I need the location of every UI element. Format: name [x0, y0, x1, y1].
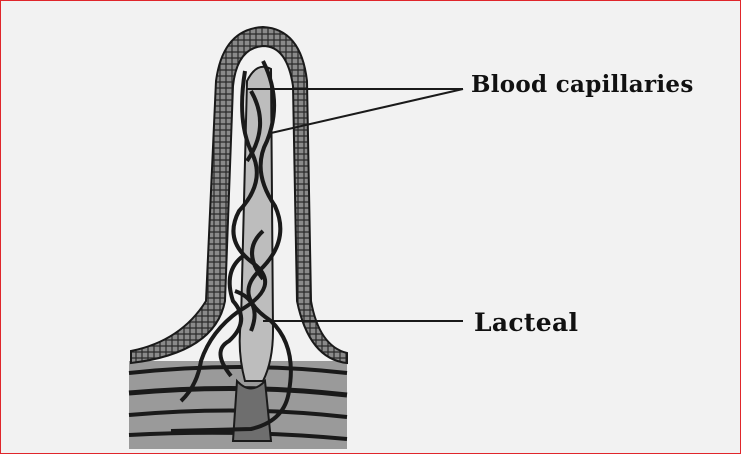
leader-lines [247, 89, 463, 321]
blood-capillaries-label: Blood capillaries [471, 71, 694, 98]
lacteal-label: Lacteal [474, 308, 578, 337]
